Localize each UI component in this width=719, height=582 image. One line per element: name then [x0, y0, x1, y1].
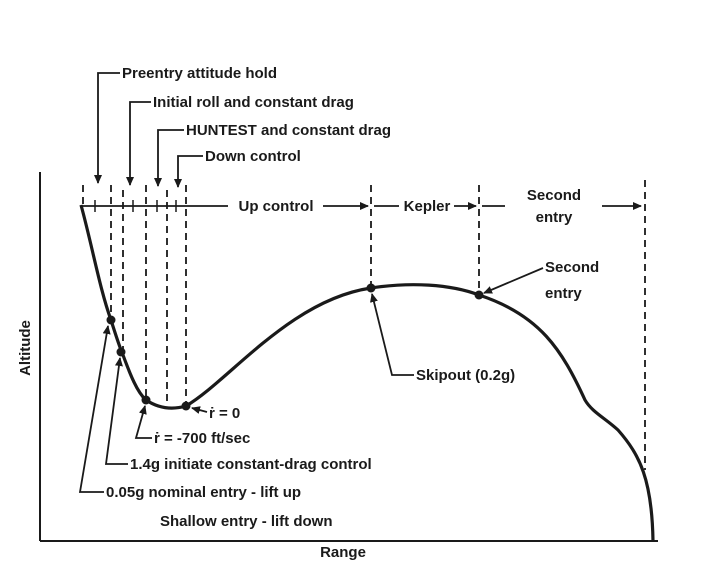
point-skipout [366, 283, 376, 293]
point-rdot-zero [181, 401, 191, 411]
label-second-entry-point-1: Second [545, 259, 599, 276]
top-phase-labels: Preentry attitude hold Initial roll and … [94, 65, 391, 188]
point-rdot-700 [141, 395, 151, 405]
y-axis-label: Altitude [17, 320, 34, 376]
label-second-entry-phase-1: Second [527, 187, 581, 204]
callouts-right: Second entry Skipout (0.2g) [370, 259, 599, 384]
point-constant-drag [116, 347, 126, 357]
phase-boundaries [82, 180, 646, 470]
label-rdot-zero: ṙ = 0 [209, 405, 240, 422]
x-axis-label: Range [320, 544, 366, 561]
label-preentry: Preentry attitude hold [122, 65, 277, 82]
callouts-bottom: ṙ = 0 ṙ = -700 ft/sec 1.4g initiate cons… [78, 325, 372, 530]
label-initial-roll: Initial roll and constant drag [153, 94, 354, 111]
label-shallow-entry: Shallow entry - lift down [160, 513, 333, 530]
inline-phase-labels: Up control Kepler Second entry [239, 187, 582, 226]
label-huntest: HUNTEST and constant drag [186, 122, 391, 139]
label-kepler: Kepler [404, 198, 451, 215]
point-nominal-entry [106, 315, 116, 325]
label-second-entry-point-2: entry [545, 285, 582, 302]
trajectory-points [106, 283, 484, 411]
label-rdot-700: ṙ = -700 ft/sec [154, 430, 250, 447]
trajectory-curve [79, 204, 655, 542]
label-up-control: Up control [239, 198, 314, 215]
phase-line [81, 200, 642, 212]
label-nominal-entry: 0.05g nominal entry - lift up [106, 484, 301, 501]
axes: Altitude Range [17, 172, 658, 561]
label-skipout: Skipout (0.2g) [416, 367, 515, 384]
point-second-entry [474, 290, 484, 300]
label-constant-drag: 1.4g initiate constant-drag control [130, 456, 372, 473]
label-down-control: Down control [205, 148, 301, 165]
label-second-entry-phase-2: entry [536, 209, 573, 226]
